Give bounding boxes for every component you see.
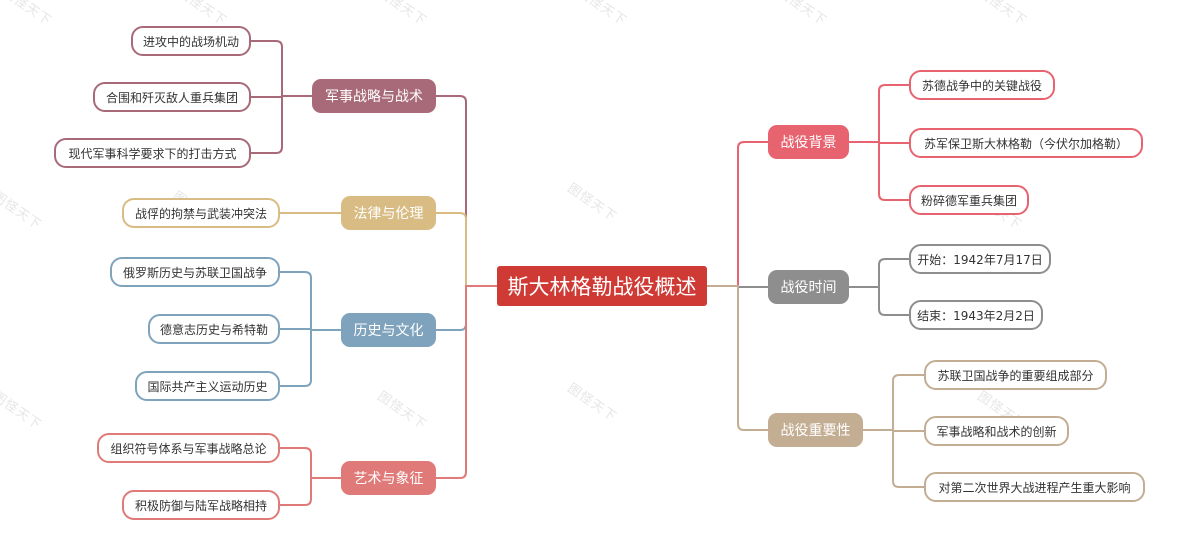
- subtopic[interactable]: 军事战略和战术的创新: [924, 416, 1069, 446]
- root-topic[interactable]: 斯大林格勒战役概述: [497, 266, 707, 306]
- subtopic[interactable]: 开始：1942年7月17日: [909, 244, 1051, 274]
- topic-battle-background[interactable]: 战役背景: [768, 125, 849, 159]
- topic-history-culture[interactable]: 历史与文化: [341, 313, 436, 347]
- subtopic[interactable]: 德意志历史与希特勒: [148, 314, 280, 344]
- subtopic[interactable]: 合围和歼灭敌人重兵集团: [93, 82, 251, 112]
- subtopic[interactable]: 组织符号体系与军事战略总论: [97, 433, 280, 463]
- subtopic[interactable]: 积极防御与陆军战略相持: [122, 490, 280, 520]
- subtopic[interactable]: 苏德战争中的关键战役: [909, 70, 1055, 100]
- subtopic[interactable]: 苏军保卫斯大林格勒（今伏尔加格勒）: [909, 128, 1143, 158]
- subtopic[interactable]: 对第二次世界大战进程产生重大影响: [924, 472, 1145, 502]
- subtopic[interactable]: 粉碎德军重兵集团: [909, 185, 1029, 215]
- subtopic[interactable]: 结束：1943年2月2日: [909, 300, 1043, 330]
- subtopic[interactable]: 国际共产主义运动历史: [135, 371, 280, 401]
- topic-battle-time[interactable]: 战役时间: [768, 270, 849, 304]
- subtopic[interactable]: 俄罗斯历史与苏联卫国战争: [110, 257, 280, 287]
- subtopic[interactable]: 苏联卫国战争的重要组成部分: [924, 360, 1107, 390]
- topic-military-strategy[interactable]: 军事战略与战术: [312, 79, 436, 113]
- topic-battle-significance[interactable]: 战役重要性: [768, 413, 863, 447]
- subtopic[interactable]: 现代军事科学要求下的打击方式: [54, 138, 251, 168]
- topic-law-ethics[interactable]: 法律与伦理: [341, 196, 436, 230]
- subtopic[interactable]: 战俘的拘禁与武装冲突法: [122, 198, 280, 228]
- subtopic[interactable]: 进攻中的战场机动: [131, 26, 251, 56]
- topic-art-symbol[interactable]: 艺术与象征: [341, 461, 436, 495]
